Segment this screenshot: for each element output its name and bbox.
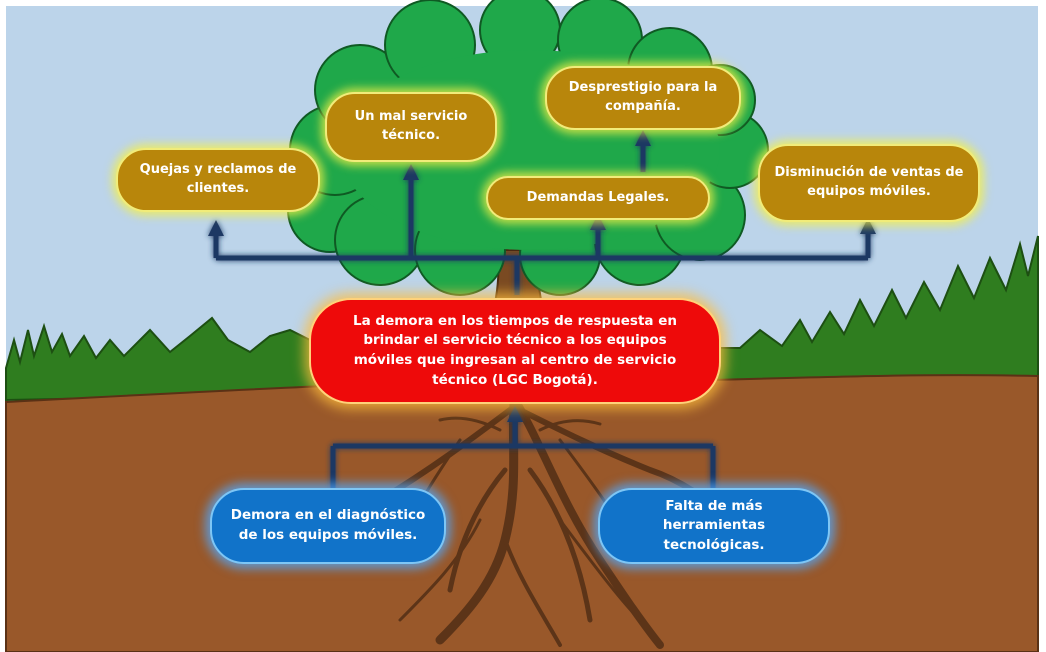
- effect-label-mal-servicio: Un mal servicio técnico.: [354, 109, 468, 143]
- cause-label-falta-herramientas: Falta de más herramientas tecnológicas.: [662, 497, 766, 553]
- cause-label-demora-diagnostico: Demora en el diagnóstico de los equipos …: [230, 507, 426, 543]
- cause-box-demora-diagnostico: Demora en el diagnóstico de los equipos …: [210, 488, 446, 564]
- effect-label-desprestigio: Desprestigio para la compañía.: [568, 80, 718, 114]
- effect-box-mal-servicio: Un mal servicio técnico.: [325, 92, 497, 162]
- effect-box-desprestigio: Desprestigio para la compañía.: [545, 66, 741, 130]
- effect-label-quejas: Quejas y reclamos de clientes.: [139, 162, 297, 196]
- effect-label-demandas: Demandas Legales.: [526, 189, 670, 205]
- effect-box-quejas: Quejas y reclamos de clientes.: [116, 148, 320, 212]
- cause-box-falta-herramientas: Falta de más herramientas tecnológicas.: [598, 488, 830, 564]
- effects-connectors: [207, 129, 877, 295]
- causes-connectors: [330, 405, 716, 488]
- effect-box-disminucion: Disminución de ventas de equipos móviles…: [758, 144, 980, 222]
- central-problem-box: La demora en los tiempos de respuesta en…: [309, 298, 721, 404]
- effect-label-disminucion: Disminución de ventas de equipos móviles…: [774, 165, 964, 199]
- effect-box-demandas: Demandas Legales.: [486, 176, 710, 220]
- central-problem-label: La demora en los tiempos de respuesta en…: [353, 312, 677, 388]
